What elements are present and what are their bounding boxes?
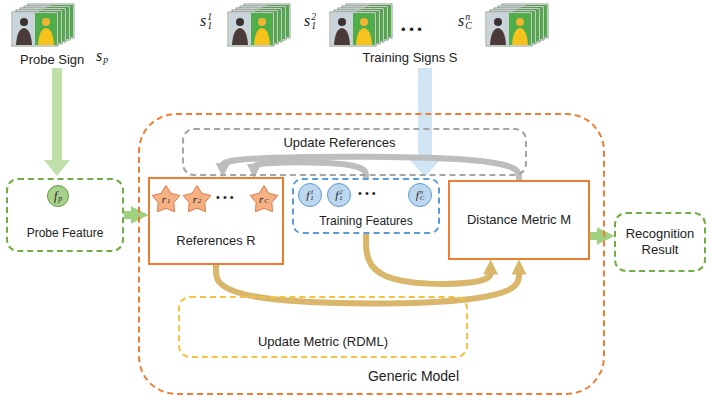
subscript: 1 (310, 195, 313, 201)
subscript: p (103, 55, 108, 65)
math-symbol: f (335, 190, 338, 201)
training-signs-label: Training Signs S (363, 50, 458, 66)
math-symbol: r (193, 194, 197, 205)
subscript: C (264, 198, 269, 205)
probe-feature-box: Probe Feature fp (6, 178, 124, 252)
superscript: n (465, 12, 472, 21)
training-signs-label: Training Signs S (363, 50, 458, 66)
video-frame (330, 12, 376, 46)
math-symbol: r (162, 194, 166, 205)
references-box: References Rr1r2rC (148, 177, 284, 265)
feature-circle: fnC (408, 183, 432, 207)
star-outline (151, 184, 181, 214)
math-label: sp (96, 48, 108, 64)
math-symbol: f (306, 190, 309, 201)
subscript: 1 (167, 198, 170, 205)
subscript: 1 (339, 195, 342, 201)
ellipsis: • • • (216, 191, 234, 204)
step-label: Update References (283, 135, 395, 151)
math-symbol: f (416, 190, 419, 201)
subscript: p (58, 195, 62, 202)
box-label: Distance Metric M (467, 212, 571, 228)
result-box: Recognition Result (614, 212, 706, 272)
math-symbol: s (200, 13, 206, 29)
probe-sign-symbol: sp (96, 47, 108, 65)
subscript: 2 (198, 198, 201, 205)
math-label: snC (458, 12, 472, 31)
math-symbol: s (458, 13, 464, 29)
training-video-stack (486, 4, 548, 46)
script-stack: 11 (310, 189, 313, 202)
training-video-stack (330, 4, 392, 46)
math-label: fp (54, 190, 62, 202)
feature-circle: fp (47, 185, 69, 207)
model-title: Generic Model (368, 368, 459, 385)
box-label: Training Features (319, 214, 413, 228)
math-label: f21 (335, 189, 342, 202)
input-arrow (44, 68, 70, 176)
subscript: 1 (311, 21, 316, 30)
superscript: 1 (207, 12, 212, 21)
reference-star: r1 (151, 184, 181, 214)
script-stack: nC (420, 189, 425, 202)
probe-sign-label: Probe Sign (20, 52, 84, 68)
subscript: C (465, 21, 472, 30)
flow-arrow (590, 232, 602, 240)
ellipsis: • • • (216, 191, 234, 204)
model-box: Generic ModelReferences Rr1r2rCTraining … (138, 113, 605, 395)
script-stack: 21 (339, 189, 342, 202)
reference-star: rC (249, 184, 279, 214)
box-label: Probe Feature (27, 226, 104, 240)
script-stack: nC (465, 12, 472, 31)
ellipsis: • • • (358, 187, 376, 200)
training-sign-symbol: snC (458, 12, 472, 31)
star-shape (183, 186, 211, 212)
video-frame (12, 12, 58, 46)
metric-box: Distance Metric M (448, 180, 590, 260)
math-label: s21 (304, 12, 316, 31)
probe-sign-label: Probe Sign (20, 52, 84, 68)
update-references-box: Update References (182, 128, 527, 176)
training-sign-symbol: s21 (304, 12, 316, 31)
math-symbol: s (304, 13, 310, 29)
training-features-box: Training Featuresf11f21fnC (292, 178, 440, 234)
math-symbol: r (259, 194, 263, 205)
math-symbol: f (54, 190, 57, 202)
subscript: C (420, 195, 425, 201)
ellipsis: • • • (401, 22, 422, 38)
feature-circle: f21 (327, 183, 351, 207)
script-stack: 11 (207, 12, 212, 31)
feature-circle: f11 (298, 183, 322, 207)
ellipsis: • • • (401, 22, 422, 38)
script-stack: 21 (311, 12, 316, 31)
math-label: r2 (193, 194, 202, 205)
math-label: fnC (416, 189, 425, 202)
reference-star: r2 (182, 184, 212, 214)
star-shape (152, 186, 180, 212)
subscript: 1 (207, 21, 212, 30)
box-label: Recognition Result (621, 226, 699, 257)
training-sign-symbol: s11 (200, 12, 212, 31)
ellipsis: • • • (358, 187, 376, 200)
star-outline (182, 184, 212, 214)
update-metric-box: Update Metric (RDML) (178, 296, 468, 358)
star-shape (250, 186, 278, 212)
box-label: References R (176, 233, 255, 249)
math-label: rC (259, 194, 269, 205)
math-label: r1 (162, 194, 171, 205)
math-label: s11 (200, 12, 212, 31)
step-label: Update Metric (RDML) (258, 334, 388, 350)
probe-video-stack (12, 4, 74, 46)
star-outline (249, 184, 279, 214)
video-frame (486, 12, 532, 46)
math-label: f11 (306, 189, 313, 202)
math-symbol: s (96, 48, 102, 64)
video-frame (228, 12, 274, 46)
flow-arrow (124, 211, 136, 219)
training-video-stack (228, 4, 290, 46)
superscript: 2 (311, 12, 316, 21)
